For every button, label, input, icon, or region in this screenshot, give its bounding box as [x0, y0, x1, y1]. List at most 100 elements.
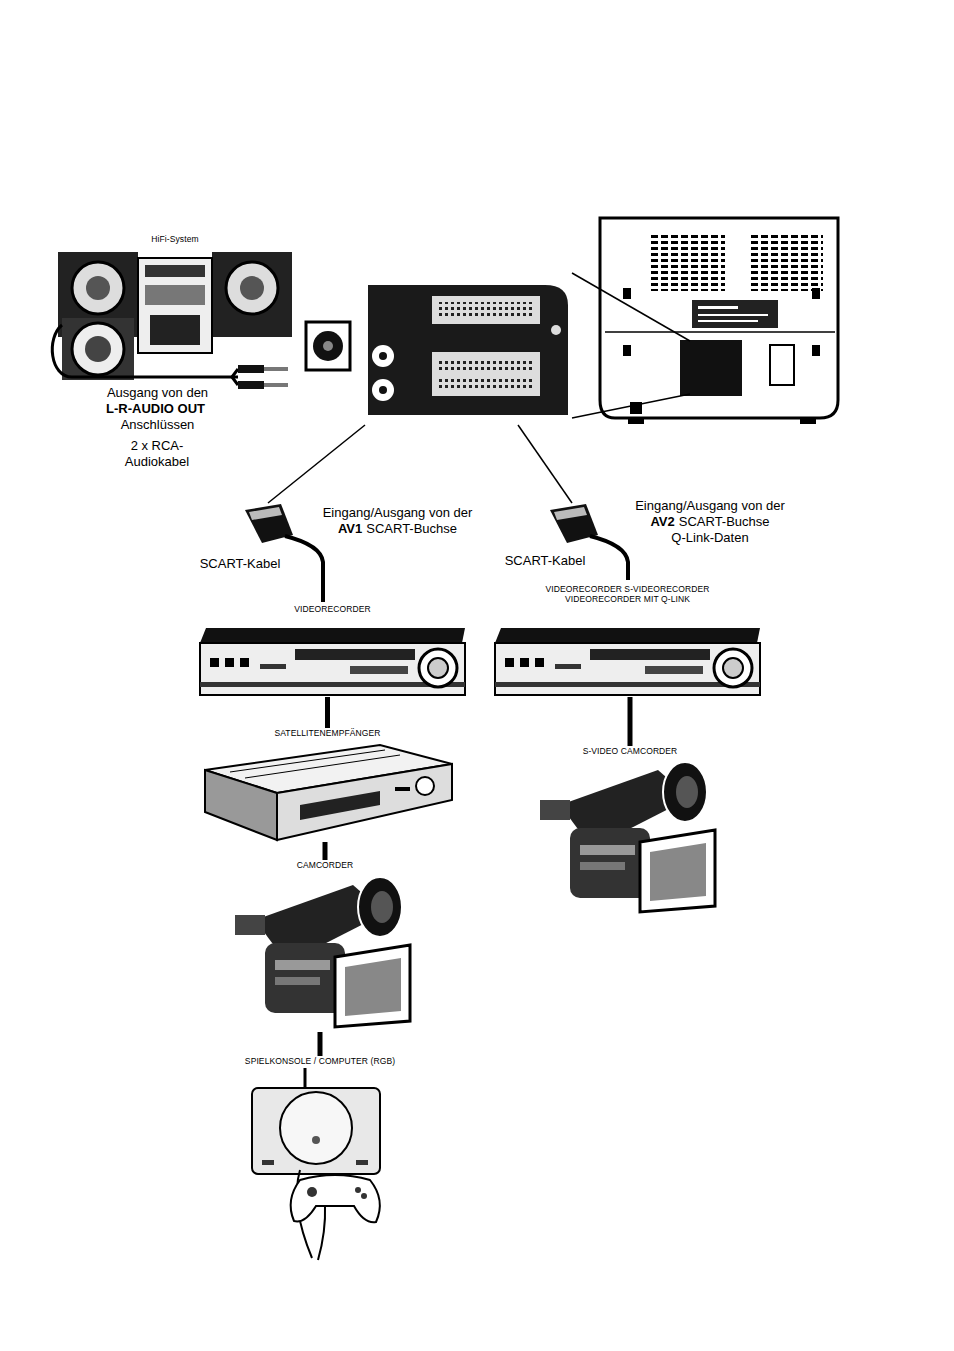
device-node: VIDEORECORDER — [200, 604, 465, 697]
rca-jack-core — [379, 386, 387, 394]
console-button — [262, 1160, 274, 1165]
scart-pins — [438, 358, 534, 372]
leader-line — [518, 425, 572, 503]
scart-socket — [432, 352, 540, 396]
rca-jack — [372, 345, 394, 367]
cable-link — [325, 697, 330, 728]
rca-plug — [238, 381, 264, 389]
callout-text: Ausgang von denL-R-AUDIO OUTAnschlüssen — [95, 385, 220, 433]
callout-label: Ausgang von den — [107, 385, 208, 400]
callout-line: 2 x RCA-Audiokabel — [117, 438, 197, 470]
audio-cable — [52, 325, 238, 377]
rca-plug — [238, 365, 264, 373]
clip — [623, 288, 631, 299]
scart-cable — [285, 536, 323, 602]
zoom-line — [572, 273, 690, 341]
hifi-deck — [150, 315, 200, 345]
callout-text: SCART-Kabel — [180, 556, 300, 572]
receiver-knob — [416, 777, 434, 795]
receiver-front — [277, 764, 452, 840]
speaker-cone — [226, 262, 278, 314]
foot — [800, 418, 816, 424]
callout-label: Eingang/Ausgang von der — [323, 505, 473, 520]
hifi-display — [145, 265, 205, 277]
console-button — [356, 1160, 368, 1165]
screw — [551, 325, 561, 335]
panel-body — [368, 285, 568, 415]
tv-cabinet — [600, 218, 838, 418]
controller-dpad — [307, 1187, 317, 1197]
device-node: HiFi-System — [55, 234, 295, 382]
callout-line: Eingang/Ausgang von der — [610, 498, 810, 514]
callout-label: Q-Link-Daten — [671, 530, 748, 545]
console-logo — [312, 1136, 320, 1144]
callout-text: Eingang/Ausgang von derAV1 SCART-Buchse — [300, 505, 495, 537]
hifi-illustration — [58, 252, 292, 380]
callout-line: L-R-AUDIO OUT — [95, 401, 220, 417]
cable-link — [628, 697, 633, 746]
satellite-receiver-illustration — [205, 745, 452, 840]
rca-jack — [372, 379, 394, 401]
console-lid — [280, 1092, 352, 1164]
callout-line: SCART-Kabel — [485, 553, 605, 569]
callout-line: AV1 SCART-Buchse — [300, 521, 495, 537]
callout-label: SCART-Buchse — [366, 521, 457, 536]
device-label: SATELLITENEMPFÄNGER — [200, 728, 455, 738]
device-label: VIDEORECORDER S-VIDEORECORDER VIDEORECOR… — [533, 584, 723, 604]
connector-name: L-R-AUDIO OUT — [106, 401, 205, 416]
device-node: VIDEORECORDER S-VIDEORECORDER VIDEORECOR… — [490, 584, 765, 697]
receiver-side — [205, 770, 277, 840]
controller-button — [355, 1187, 361, 1193]
clip — [812, 288, 820, 299]
device-label: S-VIDEO CAMCORDER — [535, 746, 725, 756]
speaker-box — [62, 318, 134, 380]
camcorder-illustration — [235, 877, 410, 1027]
svideo-socket — [313, 331, 343, 361]
device-node: SATELLITENEMPFÄNGER — [200, 728, 455, 842]
zoom-line — [572, 394, 690, 418]
callout-label: SCART-Kabel — [200, 556, 281, 571]
receiver-display — [300, 791, 380, 820]
speaker-cone — [72, 262, 124, 314]
leader-line — [268, 425, 365, 503]
cabinet-edge — [605, 331, 835, 333]
console-cable — [304, 1068, 307, 1090]
rca-jack-core — [379, 352, 387, 360]
scart-socket — [432, 296, 540, 324]
foot — [628, 418, 644, 424]
device-node: SPIELKONSOLE / COMPUTER (RGB) — [225, 1056, 415, 1261]
device-label: SPIELKONSOLE / COMPUTER (RGB) — [225, 1056, 415, 1066]
cable-link — [318, 1032, 323, 1056]
console-body — [252, 1088, 380, 1174]
receiver-button — [395, 787, 410, 791]
callout-text: 2 x RCA-Audiokabel — [117, 438, 197, 470]
callout-label: Anschlüssen — [121, 417, 195, 432]
callout-label: 2 x RCA-Audiokabel — [125, 438, 189, 469]
mains-socket — [770, 345, 794, 385]
connector-name: AV1 — [338, 521, 362, 536]
scart-pins — [438, 376, 534, 390]
audio-cable — [232, 369, 238, 385]
vcr-illustration — [495, 628, 760, 695]
callout-line: AV2SCART-Buchse — [610, 514, 810, 530]
speaker-cap — [85, 336, 111, 362]
cable-link — [323, 842, 328, 860]
svideo-frame — [306, 322, 350, 370]
clip — [623, 345, 631, 356]
callout-label: SCART-Kabel — [505, 553, 586, 568]
sticker-line — [698, 320, 758, 322]
callout-line: Eingang/Ausgang von der — [300, 505, 495, 521]
controller-cord — [318, 1205, 325, 1260]
camcorder-illustration — [540, 762, 715, 912]
connector-panel — [306, 285, 568, 415]
connector-name: AV2 — [650, 514, 674, 529]
device-label: CAMCORDER — [225, 860, 425, 870]
vcr-illustration — [200, 628, 465, 695]
device-node: CAMCORDER — [225, 860, 425, 1032]
callout-line: Ausgang von den — [95, 385, 220, 401]
hifi-unit — [138, 258, 212, 353]
console-illustration — [252, 1068, 380, 1260]
